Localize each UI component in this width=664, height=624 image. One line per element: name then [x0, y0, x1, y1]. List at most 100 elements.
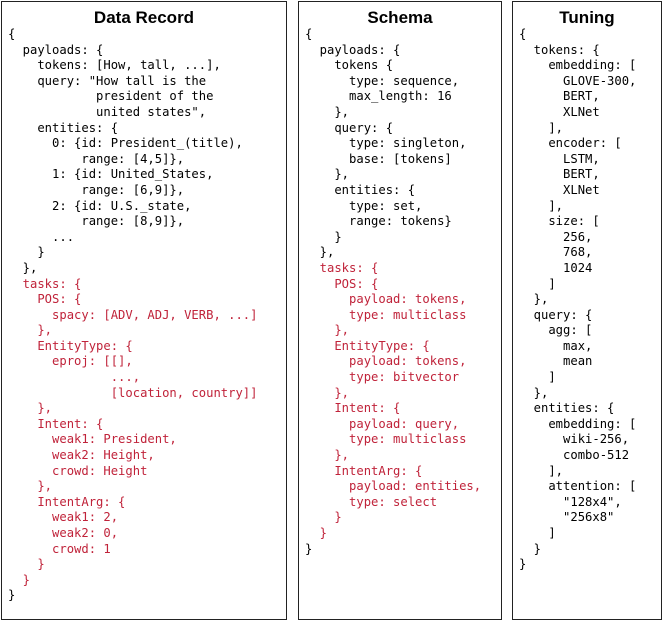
code-line: 256, — [519, 229, 593, 244]
code-line: ] — [519, 276, 556, 291]
code-line: ] — [519, 370, 556, 385]
data-record-panel: Data Record { payloads: { tokens: [How, … — [1, 1, 287, 620]
code-line: ..., — [8, 370, 141, 385]
code-line: } — [305, 510, 342, 525]
code-line: mean — [519, 354, 593, 369]
code-line: ], — [519, 120, 564, 135]
code-line: POS: { — [305, 276, 379, 291]
code-line: range: [6,9]}, — [8, 182, 185, 197]
code-line: }, — [8, 260, 38, 275]
code-line: Intent: { — [8, 416, 104, 431]
code-line: } — [519, 541, 542, 556]
code-line: { — [519, 27, 527, 41]
code-line: type: singleton, — [305, 136, 467, 151]
code-line: range: tokens} — [305, 214, 452, 229]
data-record-code: { payloads: { tokens: [How, tall, ...], … — [8, 27, 284, 604]
code-line: } — [8, 572, 31, 587]
code-line: eproj: [[], — [8, 354, 133, 369]
code-line: attention: [ — [519, 479, 637, 494]
code-line: tokens: [How, tall, ...], — [8, 58, 221, 73]
code-line: } — [519, 557, 527, 572]
code-line: XLNet — [519, 182, 600, 197]
code-line: wiki-256, — [519, 432, 630, 447]
code-line: IntentArg: { — [305, 463, 423, 478]
code-line: } — [8, 245, 45, 260]
code-line: 0: {id: President_(title), — [8, 136, 243, 151]
code-line: entities: { — [519, 401, 615, 416]
tuning-code: { tokens: { embedding: [ GLOVE-300, BERT… — [519, 27, 659, 573]
code-line: }, — [8, 323, 53, 338]
code-line: } — [305, 229, 342, 244]
tuning-title: Tuning — [559, 8, 615, 27]
code-line: }, — [519, 292, 549, 307]
code-line: ... — [8, 229, 75, 244]
code-line: tasks: { — [305, 260, 379, 275]
code-line: size: [ — [519, 214, 600, 229]
code-line: range: [4,5]}, — [8, 151, 185, 166]
code-line: } — [305, 541, 313, 556]
code-line: XLNet — [519, 104, 600, 119]
data-record-title: Data Record — [93, 8, 195, 27]
tuning-panel: Tuning { tokens: { embedding: [ GLOVE-30… — [512, 1, 662, 620]
code-line: } — [305, 526, 328, 540]
code-line: tokens: { — [519, 42, 600, 57]
code-line: weak2: Height, — [8, 448, 155, 463]
code-line: ] — [519, 526, 556, 540]
code-line: range: [8,9]}, — [8, 214, 185, 229]
code-line: type: set, — [305, 198, 423, 213]
code-line: united states", — [8, 104, 207, 119]
code-line: type: bitvector — [305, 370, 460, 385]
code-line: query: { — [519, 307, 593, 322]
code-line: encoder: [ — [519, 136, 622, 151]
code-line: entities: { — [305, 182, 416, 197]
code-line: }, — [519, 385, 549, 400]
code-line: base: [tokens] — [305, 151, 452, 166]
code-line: [location, country]] — [8, 385, 258, 400]
code-line: }, — [305, 385, 350, 400]
code-line: payload: tokens, — [305, 354, 467, 369]
schema-panel: Schema { payloads: { tokens { type: sequ… — [298, 1, 502, 620]
code-line: weak2: 0, — [8, 526, 119, 540]
code-line: BERT, — [519, 167, 600, 182]
code-line: 768, — [519, 245, 593, 260]
code-line: agg: [ — [519, 323, 593, 338]
code-line: type: multiclass — [305, 432, 467, 447]
code-line: type: select — [305, 494, 438, 509]
code-line: payload: query, — [305, 416, 460, 431]
code-line: payloads: { — [8, 42, 104, 57]
code-line: payload: entities, — [305, 479, 482, 494]
code-line: type: multiclass — [305, 307, 467, 322]
code-line: "256x8" — [519, 510, 615, 525]
code-line: spacy: [ADV, ADJ, VERB, ...] — [8, 307, 258, 322]
code-line: max_length: 16 — [305, 89, 452, 104]
code-line: { — [305, 27, 313, 41]
code-line: payloads: { — [305, 42, 401, 57]
code-line: IntentArg: { — [8, 494, 126, 509]
code-line: tasks: { — [8, 276, 82, 291]
code-line: ], — [519, 463, 564, 478]
code-line: query: { — [305, 120, 394, 135]
code-line: ], — [519, 198, 564, 213]
code-line: payload: tokens, — [305, 292, 467, 307]
code-line: BERT, — [519, 89, 600, 104]
code-line: weak1: President, — [8, 432, 177, 447]
code-line: GLOVE-300, — [519, 73, 637, 88]
code-line: }, — [305, 104, 350, 119]
code-line: 1024 — [519, 260, 593, 275]
code-line: max, — [519, 338, 593, 353]
code-line: } — [8, 588, 16, 603]
schema-title: Schema — [367, 8, 433, 27]
code-line: POS: { — [8, 292, 82, 307]
code-line: }, — [8, 401, 53, 416]
code-line: { — [8, 27, 16, 41]
code-line: weak1: 2, — [8, 510, 119, 525]
code-line: crowd: 1 — [8, 541, 111, 556]
code-line: query: "How tall is the — [8, 73, 207, 88]
schema-code: { payloads: { tokens { type: sequence, m… — [305, 27, 499, 557]
code-line: entities: { — [8, 120, 119, 135]
code-line: } — [8, 557, 45, 572]
code-line: type: sequence, — [305, 73, 460, 88]
code-line: embedding: [ — [519, 58, 637, 73]
code-line: }, — [305, 323, 350, 338]
code-line: EntityType: { — [305, 338, 430, 353]
